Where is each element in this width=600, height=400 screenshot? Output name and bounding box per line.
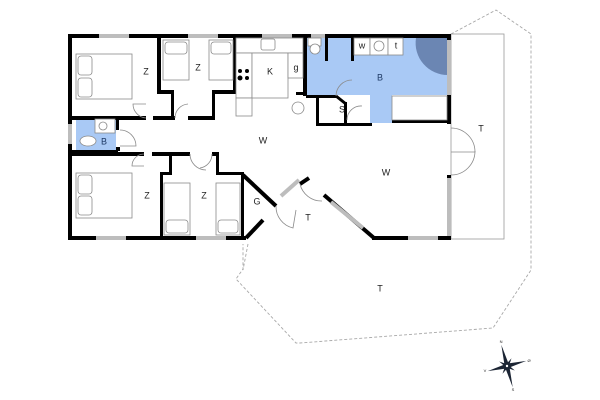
label-bathroom-small: B: [101, 136, 107, 146]
label-kitchen: K: [267, 66, 273, 76]
side-terrace-area: [450, 33, 505, 240]
label-hallway: G: [253, 196, 260, 206]
bath-fixtures: [79, 37, 448, 147]
doors: [119, 79, 476, 229]
sink-icon: [260, 38, 276, 51]
label-bedroom-1: Z: [143, 66, 149, 76]
label-dryer: t: [395, 40, 398, 50]
room-labels: Z Z K g B w t S B W W Z Z G T T T: [101, 40, 484, 293]
shower-area: [415, 38, 448, 76]
label-living-2: W: [382, 167, 391, 177]
label-bedroom-2: Z: [195, 62, 201, 72]
small-toilet-icon: [79, 135, 97, 147]
stove-burner-icon: [238, 69, 242, 73]
label-living-1: W: [259, 135, 268, 145]
label-entry-terrace: T: [305, 212, 311, 222]
compass-north: N: [500, 339, 503, 344]
label-front-terrace: T: [377, 283, 383, 293]
compass-icon: N Ø S V: [484, 339, 531, 392]
compass-east: Ø: [527, 358, 530, 363]
walls: [68, 34, 451, 240]
label-side-terrace: T: [478, 123, 484, 133]
label-bedroom-3: Z: [144, 190, 150, 200]
compass-west: V: [484, 368, 487, 373]
label-fridge: g: [293, 62, 298, 72]
beds: [75, 39, 241, 236]
label-bedroom-4: Z: [201, 190, 207, 200]
terrace-outline: [235, 9, 532, 344]
table-icon: [291, 101, 305, 115]
label-storage: S: [339, 104, 345, 114]
windows: [68, 34, 451, 240]
compass-south: S: [512, 387, 515, 392]
kitchen-fixtures: [235, 37, 305, 117]
label-washer: w: [358, 40, 366, 50]
label-bathroom-large: B: [377, 72, 383, 82]
